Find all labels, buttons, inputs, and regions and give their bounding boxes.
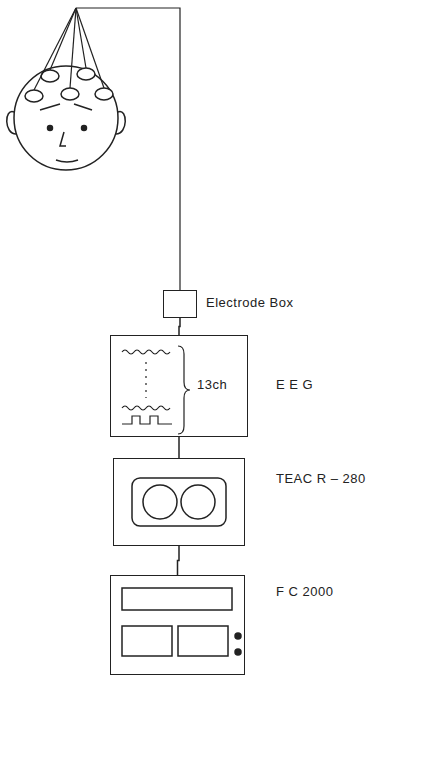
connector-line xyxy=(178,437,180,458)
electrodes xyxy=(25,68,113,102)
analyzer-box: F C 2000 xyxy=(110,575,245,675)
box-label: Electrode Box xyxy=(206,295,293,311)
head-figure xyxy=(7,66,126,170)
box-label: E E G xyxy=(276,377,313,393)
electrode-box: Electrode Box xyxy=(163,290,197,318)
box-label: TEAC R – 280 xyxy=(276,471,366,487)
connector-line xyxy=(178,546,180,575)
eeg-traces xyxy=(122,346,190,434)
eeg-box: 13chE E G xyxy=(110,335,248,437)
channel-count: 13ch xyxy=(197,377,227,393)
electrode-leads xyxy=(34,8,180,290)
tape-reels xyxy=(132,478,226,526)
box-label: F C 2000 xyxy=(276,584,333,600)
analyzer-panel xyxy=(122,588,241,656)
tape-recorder-box: TEAC R – 280 xyxy=(113,458,245,546)
connector-line xyxy=(179,318,180,335)
